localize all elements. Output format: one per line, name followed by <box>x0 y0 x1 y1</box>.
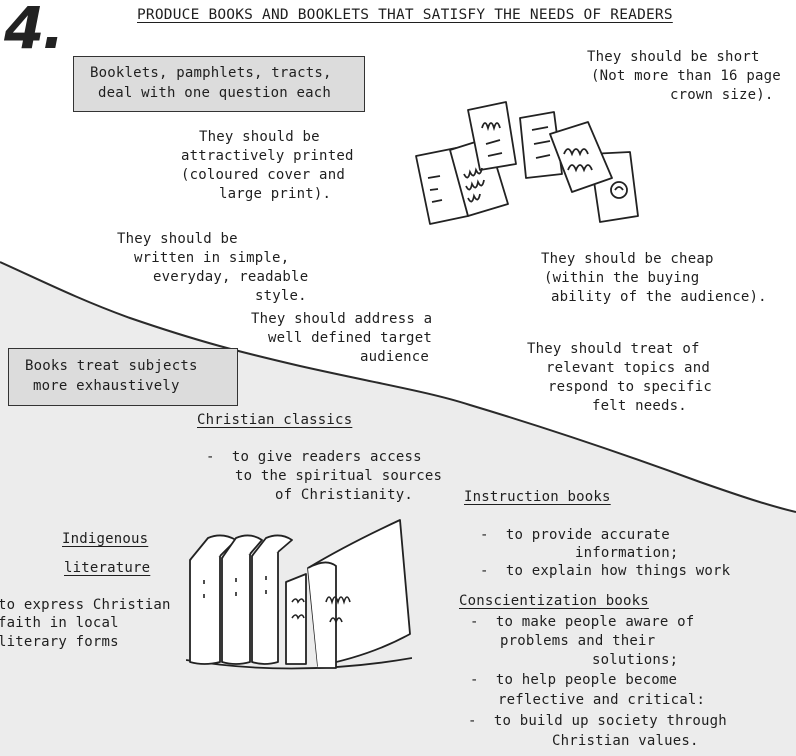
conscientization-text-7: Christian values. <box>552 733 699 749</box>
style-text-2: written in simple, <box>134 250 290 266</box>
style-text-4: style. <box>255 288 307 304</box>
cheap-text-1: They should be cheap <box>541 251 714 267</box>
conscientization-text-5: reflective and critical: <box>498 692 706 708</box>
booklets-box-line2: deal with one question each <box>98 85 331 101</box>
page-title: PRODUCE BOOKS AND BOOKLETS THAT SATISFY … <box>137 7 673 23</box>
classics-text-1: - to give readers access <box>206 449 422 465</box>
short-text-3: crown size). <box>670 87 774 103</box>
relevant-text-2: relevant topics and <box>546 360 710 376</box>
instruction-text-3: - to explain how things work <box>480 563 731 579</box>
instruction-text-2: information; <box>575 545 679 561</box>
target-text-1: They should address a <box>251 311 433 327</box>
instruction-heading: Instruction books <box>464 489 611 505</box>
classics-heading: Christian classics <box>197 412 353 428</box>
cheap-text-2: (within the buying <box>544 270 700 286</box>
books-illustration <box>186 519 412 670</box>
conscientization-text-1: - to make people aware of <box>470 614 695 630</box>
short-text-1: They should be short <box>587 49 760 65</box>
cheap-text-3: ability of the audience). <box>551 289 767 305</box>
instruction-text-1: - to provide accurate <box>480 527 670 543</box>
relevant-text-4: felt needs. <box>592 398 687 414</box>
attractive-text-1: They should be <box>199 129 320 145</box>
target-text-3: audience <box>360 349 430 365</box>
short-text-2: (Not more than 16 page <box>591 68 781 84</box>
conscientization-text-4: - to help people become <box>470 672 678 688</box>
target-text-2: well defined target <box>268 330 432 346</box>
relevant-text-1: They should treat of <box>527 341 700 357</box>
conscientization-text-3: solutions; <box>592 652 679 668</box>
style-text-1: They should be <box>117 231 238 247</box>
booklets-box: Booklets, pamphlets, tracts, deal with o… <box>73 56 365 112</box>
booklets-box-line1: Booklets, pamphlets, tracts, <box>90 65 332 81</box>
indigenous-text-2: faith in local <box>0 615 119 631</box>
books-box: Books treat subjects more exhaustively <box>8 348 238 406</box>
attractive-text-2: attractively printed <box>181 148 354 164</box>
conscientization-text-2: problems and their <box>500 633 656 649</box>
indigenous-text-3: literary forms <box>0 634 119 650</box>
booklets-illustration <box>415 101 639 225</box>
conscientization-text-6: - to build up society through <box>468 713 727 729</box>
page-number: 4. <box>4 0 64 62</box>
classics-text-3: of Christianity. <box>275 487 414 503</box>
relevant-text-3: respond to specific <box>548 379 712 395</box>
indigenous-heading-2: literature <box>64 560 151 576</box>
books-box-line2: more exhaustively <box>33 378 180 394</box>
indigenous-text-1: to express Christian <box>0 597 171 613</box>
books-box-line1: Books treat subjects <box>25 358 198 374</box>
classics-text-2: to the spiritual sources <box>235 468 443 484</box>
conscientization-heading: Conscientization books <box>459 593 649 609</box>
attractive-text-3: (coloured cover and <box>181 167 345 183</box>
indigenous-heading-1: Indigenous <box>62 531 149 547</box>
style-text-3: everyday, readable <box>153 269 309 285</box>
attractive-text-4: large print). <box>219 186 332 202</box>
